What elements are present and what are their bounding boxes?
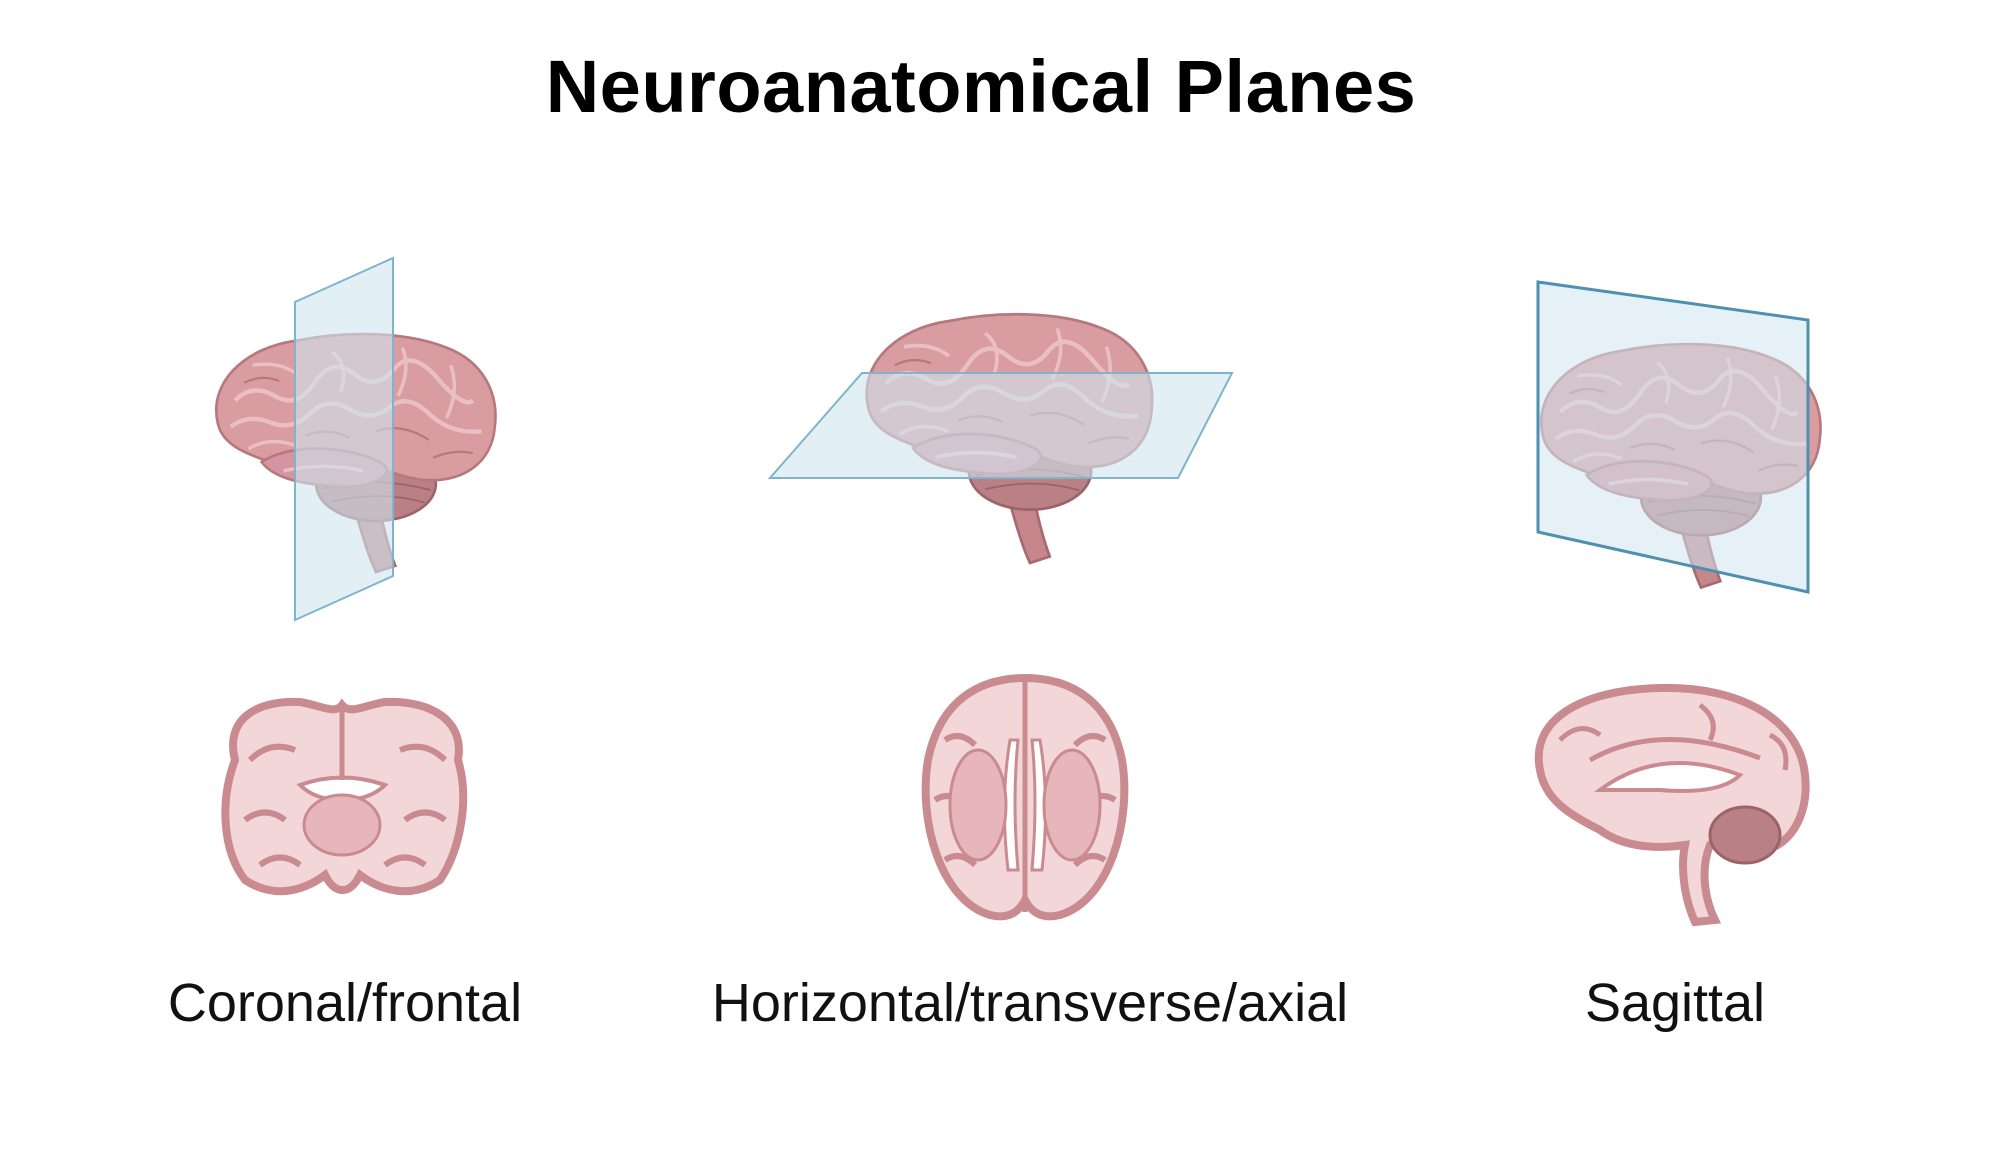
page-title: Neuroanatomical Planes bbox=[545, 45, 1417, 128]
sagittal-plane bbox=[1536, 280, 1810, 594]
coronal-section bbox=[221, 697, 468, 896]
horizontal-plane bbox=[767, 372, 1234, 479]
coronal-plane bbox=[294, 256, 394, 622]
horizontal-label: Horizontal/transverse/axial bbox=[711, 973, 1349, 1033]
sagittal-section bbox=[1534, 683, 1810, 927]
coronal-label: Coronal/frontal bbox=[167, 973, 523, 1033]
sagittal-label: Sagittal bbox=[1584, 973, 1766, 1033]
axial-section bbox=[921, 673, 1129, 921]
